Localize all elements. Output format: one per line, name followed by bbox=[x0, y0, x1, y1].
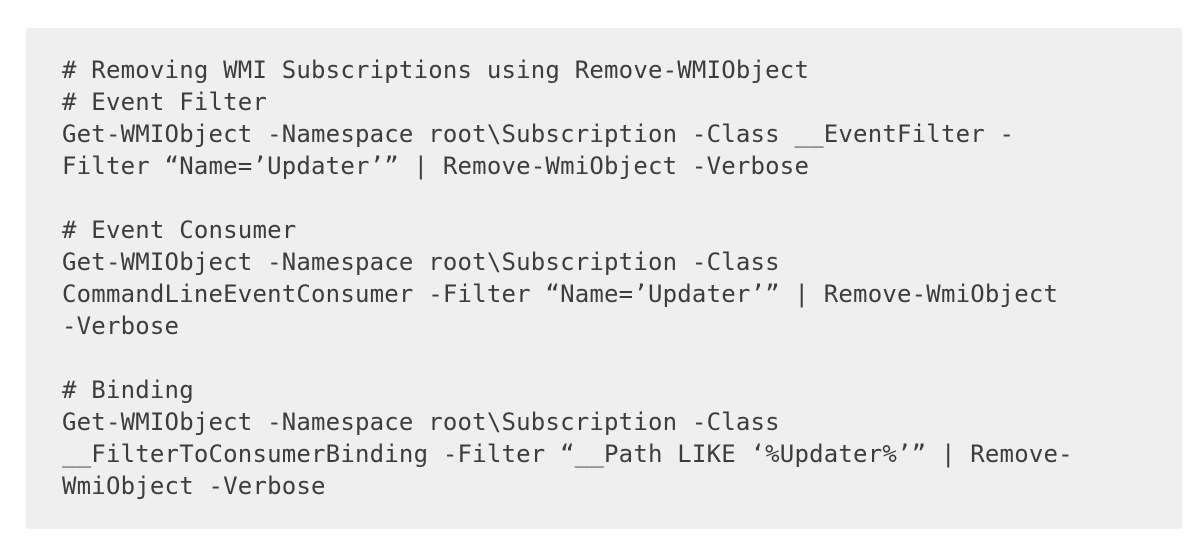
code-line: Filter “Name=’Updater’” | Remove-WmiObje… bbox=[62, 152, 810, 180]
code-line: # Event Filter bbox=[62, 88, 268, 116]
code-line: Get-WMIObject -Namespace root\Subscripti… bbox=[62, 120, 1015, 148]
code-line bbox=[62, 182, 1146, 214]
code-line: # Removing WMI Subscriptions using Remov… bbox=[62, 56, 810, 84]
code-line: Get-WMIObject -Namespace root\Subscripti… bbox=[62, 408, 780, 436]
code-line: Get-WMIObject -Namespace root\Subscripti… bbox=[62, 248, 780, 276]
code-line: __FilterToConsumerBinding -Filter “__Pat… bbox=[62, 440, 1073, 468]
code-block: # Removing WMI Subscriptions using Remov… bbox=[26, 28, 1182, 529]
code-line: # Event Consumer bbox=[62, 216, 297, 244]
code-line: # Binding bbox=[62, 376, 194, 404]
code-line: -Verbose bbox=[62, 312, 180, 340]
code-line: CommandLineEventConsumer -Filter “Name=’… bbox=[62, 280, 1059, 308]
code-line bbox=[62, 342, 1146, 374]
code-line: WmiObject -Verbose bbox=[62, 472, 326, 500]
